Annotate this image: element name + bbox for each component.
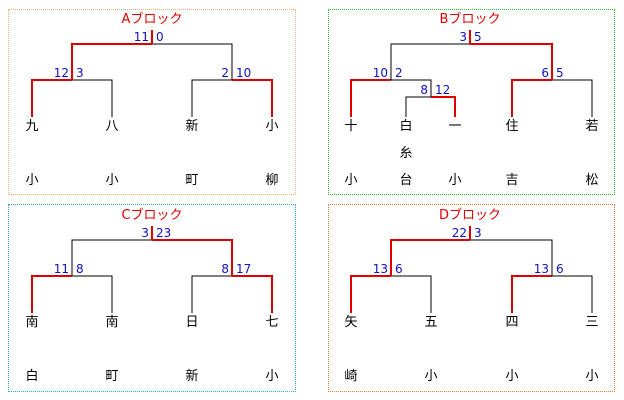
block-b-prelim-right-line <box>431 96 456 117</box>
block-d-final-left-score: 22 <box>452 226 467 240</box>
block-b-semi-1-left-line <box>350 79 391 117</box>
block-b-title: Bブロック <box>440 11 501 27</box>
block-d-team-2-school: 小 <box>424 369 437 384</box>
block-b-semi-2-left-line <box>511 79 552 117</box>
block-b-semi-2-right-score: 5 <box>556 66 564 80</box>
block-a-semi-1-right-score: 3 <box>76 66 84 80</box>
block-b-final-right-score: 5 <box>474 30 482 44</box>
block-c-final-right-score: 23 <box>156 226 171 240</box>
block-b-semi-2-left-score: 6 <box>541 66 549 80</box>
block-a-semi-1-right-line <box>72 79 113 117</box>
block-c-team-4-name: 七 <box>265 315 278 330</box>
block-a-team-4-school: 柳 <box>265 173 278 188</box>
block-a-team-1-name: 九 <box>25 119 38 134</box>
block-c-team-3-name: 日 <box>185 315 198 330</box>
block-c-final-left-line <box>71 239 152 276</box>
block-d-team-1-school: 崎 <box>344 369 357 384</box>
block-b-team-2-school: 台 <box>399 173 412 188</box>
block-c-team-1-name: 南 <box>25 314 38 330</box>
block-d-team-1-name: 矢 <box>344 315 357 330</box>
block-b-final-left-score: 3 <box>459 30 467 44</box>
block-d-semi-1-right-line <box>391 275 432 313</box>
block-a-team-4-name: 小 <box>265 119 278 134</box>
block-b-team-5-school: 松 <box>585 173 598 188</box>
block-a-title: Aブロック <box>122 11 183 27</box>
block-c-frame <box>8 204 296 392</box>
block-a-final-left-score: 11 <box>134 30 149 44</box>
block-d-team-4-name: 三 <box>585 315 598 330</box>
block-b-semi-1-left-score: 10 <box>373 66 388 80</box>
block-a-team-2-school: 小 <box>105 173 118 188</box>
block-d-team-4-school: 小 <box>585 369 598 384</box>
block-b-team-4-school: 吉 <box>505 173 518 188</box>
block-b-final-left-line <box>390 43 470 80</box>
block-d-final-left-line <box>390 239 470 276</box>
block-b-team-1-school: 小 <box>344 173 357 188</box>
block-a-team-1-school: 小 <box>25 173 38 188</box>
block-c-semi-1-right-line <box>72 275 113 313</box>
block-a-semi-2-left-line <box>191 79 232 117</box>
block-a-semi-2-right-line <box>232 79 273 117</box>
block-d-team-3-school: 小 <box>505 369 518 384</box>
block-b-team-5-name: 若 <box>585 118 598 134</box>
block-c-semi-1-right-score: 8 <box>76 262 84 276</box>
block-b-prelim-left-score: 8 <box>420 83 428 97</box>
block-c-team-3-school: 新 <box>185 368 198 384</box>
block-c-final-right-line <box>152 239 233 276</box>
block-d-semi-2-left-score: 13 <box>534 262 549 276</box>
block-b-team-1-name: 十 <box>344 119 357 134</box>
block-b-team-3-name: 一 <box>448 119 461 134</box>
block-d-semi-1-left-line <box>350 275 391 313</box>
block-c-final-left-score: 3 <box>141 226 149 240</box>
block-b-team-4-name: 住 <box>505 119 518 134</box>
block-b-semi-1-right-line <box>391 79 432 97</box>
block-c-semi-2-left-line <box>191 275 232 313</box>
block-a-final-left-line <box>71 43 152 80</box>
block-a-semi-2-left-score: 2 <box>221 66 229 80</box>
block-c-semi-2-left-score: 8 <box>221 262 229 276</box>
block-b-prelim-left-line <box>405 96 431 117</box>
block-c-semi-2-right-line <box>232 275 273 313</box>
block-a-final-right-line <box>152 43 233 80</box>
block-d-semi-1-right-score: 6 <box>395 262 403 276</box>
block-a-semi-1-left-line <box>31 79 72 117</box>
block-d-semi-2-right-score: 6 <box>556 262 564 276</box>
block-c-semi-1-left-line <box>31 275 72 313</box>
block-b-team-3-school: 小 <box>448 173 461 188</box>
block-a-final-right-score: 0 <box>156 30 164 44</box>
block-c-team-2-school: 町 <box>105 369 118 384</box>
block-a-semi-1-left-score: 12 <box>54 66 69 80</box>
block-c-team-2-name: 南 <box>105 314 118 330</box>
block-d-frame <box>328 204 615 392</box>
block-d-final-right-score: 3 <box>474 226 482 240</box>
block-c-semi-2-right-score: 17 <box>236 262 251 276</box>
block-d-team-3-name: 四 <box>505 315 518 330</box>
block-c-team-4-school: 小 <box>265 369 278 384</box>
block-b-semi-2-right-line <box>552 79 593 117</box>
block-a-team-3-name: 新 <box>185 118 198 134</box>
block-b-prelim-right-score: 12 <box>435 83 450 97</box>
block-c-team-1-school: 白 <box>25 368 38 384</box>
block-b-final-right-line <box>470 43 553 80</box>
block-c-semi-1-left-score: 11 <box>54 262 69 276</box>
block-d-title: Dブロック <box>439 207 501 223</box>
block-d-final-right-line <box>470 239 553 276</box>
block-a-team-3-school: 町 <box>185 173 198 188</box>
block-a-team-2-name: 八 <box>105 119 118 134</box>
block-d-semi-2-right-line <box>552 275 593 313</box>
block-d-team-2-name: 五 <box>424 315 437 330</box>
block-b-team-2-name: 白 <box>399 118 412 134</box>
block-d-semi-2-left-line <box>511 275 552 313</box>
block-d-semi-1-left-score: 13 <box>373 262 388 276</box>
block-a-semi-2-right-score: 10 <box>236 66 251 80</box>
block-a-frame <box>8 9 296 195</box>
block-b-semi-1-right-score: 2 <box>395 66 403 80</box>
block-b-team-2-extra: 糸 <box>399 146 412 161</box>
block-c-title: Cブロック <box>121 207 182 223</box>
block-b-frame <box>328 9 615 195</box>
